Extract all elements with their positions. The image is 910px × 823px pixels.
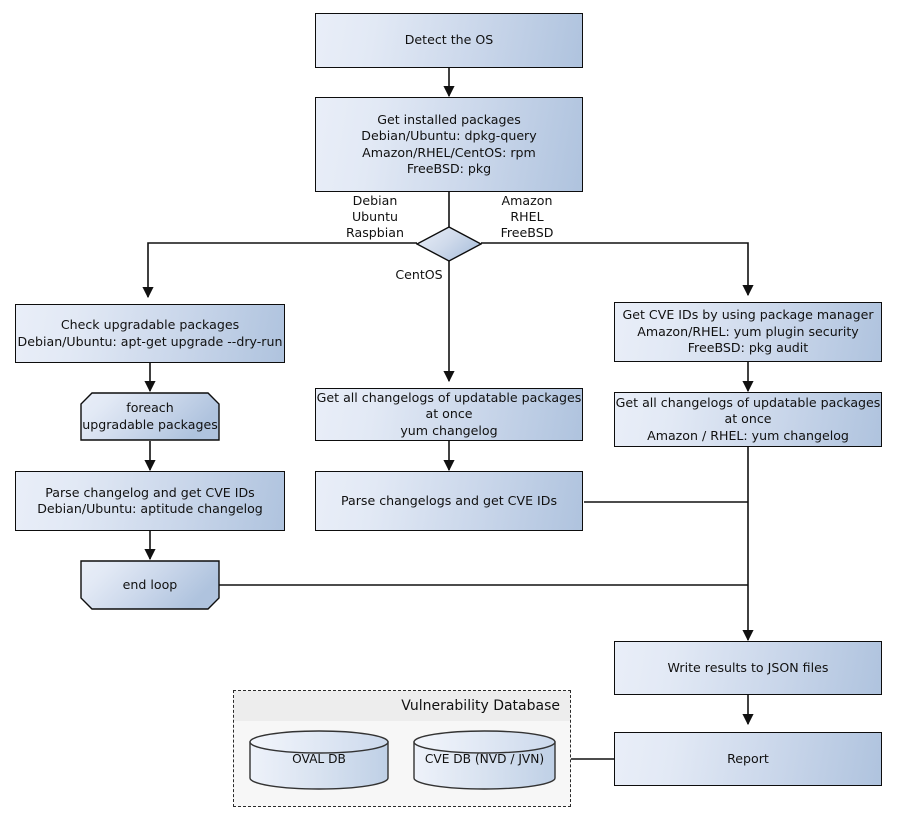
node-detect-the-os[interactable]: Detect the OS — [315, 13, 583, 68]
node-changelogs-center[interactable]: Get all changelogs of updatable packages… — [315, 388, 583, 441]
loop-end-shape — [80, 560, 220, 610]
node-end-loop[interactable]: end loop — [80, 560, 220, 610]
node-label: Get installed packages Debian/Ubuntu: dp… — [361, 111, 537, 177]
edge-label-right-branch: Amazon RHEL FreeBSD — [500, 193, 554, 240]
node-label: Get all changelogs of updatable packages… — [615, 394, 881, 443]
db-oval-db-label: OVAL DB — [292, 752, 346, 766]
node-label: Parse changelog and get CVE IDs Debian/U… — [37, 484, 263, 517]
node-label: Report — [727, 750, 769, 766]
db-cve-db-label: CVE DB (NVD / JVN) — [424, 752, 545, 766]
db-cve-db[interactable] — [413, 730, 556, 790]
node-label: foreach upgradable packages — [82, 400, 218, 432]
node-label: end loop — [122, 576, 178, 592]
node-get-cve-ids-package-manager[interactable]: Get CVE IDs by using package manager Ama… — [614, 302, 882, 362]
node-label: Get all changelogs of updatable packages… — [316, 389, 582, 438]
loop-start-shape — [80, 392, 220, 441]
node-report[interactable]: Report — [614, 732, 882, 786]
node-changelogs-right[interactable]: Get all changelogs of updatable packages… — [614, 392, 882, 447]
db-oval-db[interactable] — [249, 730, 389, 790]
node-get-installed-packages[interactable]: Get installed packages Debian/Ubuntu: dp… — [315, 97, 583, 192]
node-foreach-upgradable-packages[interactable]: foreach upgradable packages — [80, 392, 220, 441]
node-check-upgradable-packages[interactable]: Check upgradable packages Debian/Ubuntu:… — [15, 304, 285, 363]
node-label: Get CVE IDs by using package manager Ama… — [622, 307, 874, 356]
node-label: Write results to JSON files — [667, 659, 829, 675]
edge-label-center-branch: CentOS — [395, 267, 443, 282]
group-title-label: Vulnerability Database — [401, 698, 560, 714]
node-label: Parse changelogs and get CVE IDs — [340, 492, 558, 508]
node-parse-changelog-left[interactable]: Parse changelog and get CVE IDs Debian/U… — [15, 471, 285, 531]
node-parse-changelogs-center[interactable]: Parse changelogs and get CVE IDs — [315, 471, 583, 531]
edge-decision-right — [481, 242, 754, 297]
group-title: Vulnerability Database — [234, 691, 570, 721]
node-label: Detect the OS — [404, 32, 494, 48]
node-label: Check upgradable packages Debian/Ubuntu:… — [17, 317, 283, 349]
node-write-results-json[interactable]: Write results to JSON files — [614, 641, 882, 695]
edge-decision-left — [142, 242, 417, 299]
edge-label-left-branch: Debian Ubuntu Raspbian — [346, 193, 404, 240]
